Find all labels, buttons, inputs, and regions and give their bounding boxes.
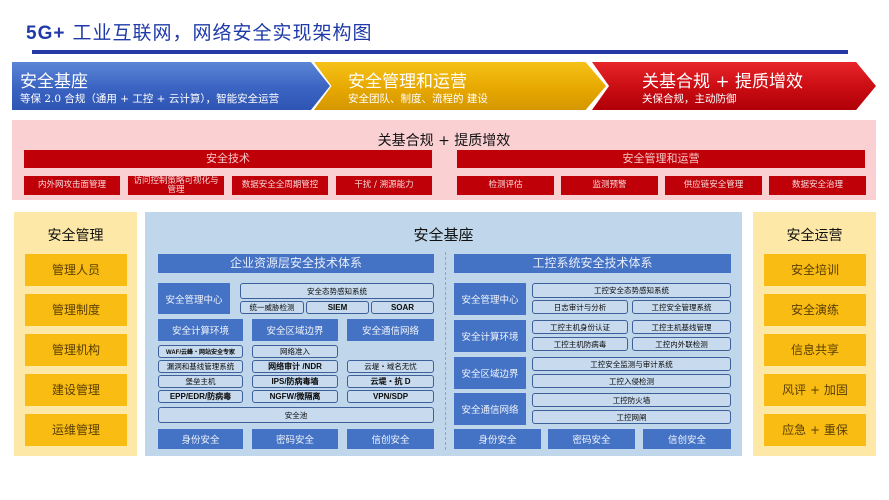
chevron-security-base: 安全基座 等保 2.0 合规（通用 + 工控 + 云计算），智能安全运营 xyxy=(12,62,330,110)
security-pool: 安全池 xyxy=(158,407,434,423)
compute-item: WAF/云峰・网站安全专家 xyxy=(158,345,243,358)
ops-list-item: 安全培训 xyxy=(764,254,866,286)
compliance-title: 关基合规 + 提质增效 xyxy=(377,133,511,149)
chevron-subtitle: 安全团队、制度、流程的 建设 xyxy=(348,93,488,105)
siem: SIEM xyxy=(306,301,369,314)
boundary-item: 网络准入 xyxy=(252,345,338,358)
xinchuang-security: 信创安全 xyxy=(347,429,434,449)
ics-item: 工控主机基线管理 xyxy=(632,320,731,334)
boundary-header: 安全区域边界 xyxy=(252,319,338,341)
tech-item: 内外网攻击面管理 xyxy=(24,176,120,195)
mgmt-item: 供应链安全管理 xyxy=(665,176,762,195)
ops-list-item: 风评 + 加固 xyxy=(764,374,866,406)
chevron-compliance: 关基合规 + 提质增效 关保合规，主动防御 xyxy=(592,62,876,110)
chevron-subtitle: 等保 2.0 合规（通用 + 工控 + 云计算），智能安全运营 xyxy=(20,93,280,105)
security-base-panel: 安全基座 企业资源层安全技术体系 安全管理中心 安全态势感知系统 统一威胁检测 … xyxy=(145,212,742,456)
ics-item: 工控网闸 xyxy=(532,410,731,424)
mgmt-item: 数据安全治理 xyxy=(769,176,866,195)
network-header: 安全通信网络 xyxy=(347,319,434,341)
title-prefix: 5G+ xyxy=(26,23,66,44)
ics-network: 安全通信网络 xyxy=(454,393,526,425)
ops-list-item: 安全演练 xyxy=(764,294,866,326)
ops-list-item: 应急 + 重保 xyxy=(764,414,866,446)
ics-xinchuang-security: 信创安全 xyxy=(643,429,731,449)
network-item: VPN/SDP xyxy=(347,390,434,403)
tech-item: 数据安全全周期管控 xyxy=(232,176,328,195)
security-tech-bar: 安全技术 xyxy=(24,150,432,168)
ics-boundary: 安全区域边界 xyxy=(454,357,526,389)
security-operations-panel: 安全运营 安全培训 安全演练 信息共享 风评 + 加固 应急 + 重保 xyxy=(753,212,876,456)
crypto-security: 密码安全 xyxy=(252,429,338,449)
ics-item: 工控入侵检测 xyxy=(532,374,731,388)
ics-item: 工控主机防病毒 xyxy=(532,337,628,351)
ics-item: 工控安全管理系统 xyxy=(632,300,731,314)
mgmt-list-item: 管理人员 xyxy=(25,254,127,286)
ics-crypto-security: 密码安全 xyxy=(548,429,635,449)
title-text: 工业互联网，网络安全实现架构图 xyxy=(65,22,373,44)
security-management-panel: 安全管理 管理人员 管理制度 管理机构 建设管理 运维管理 xyxy=(14,212,137,456)
enterprise-mgmt-center: 安全管理中心 xyxy=(158,283,230,314)
boundary-item: NGFW/微隔离 xyxy=(252,390,338,403)
ics-item: 工控内外联检测 xyxy=(632,337,731,351)
mgmt-list-item: 管理机构 xyxy=(25,334,127,366)
situational-awareness: 安全态势感知系统 xyxy=(240,283,434,299)
compute-env-header: 安全计算环境 xyxy=(158,319,243,341)
ops-list-item: 信息共享 xyxy=(764,334,866,366)
boundary-item: 网络审计 /NDR xyxy=(252,360,338,373)
mgmt-list-item: 运维管理 xyxy=(25,414,127,446)
identity-security: 身份安全 xyxy=(158,429,243,449)
ics-item: 日志审计与分析 xyxy=(532,300,628,314)
panel-title: 安全基座 xyxy=(413,226,474,244)
chevron-heading: 关基合规 + 提质增效 xyxy=(642,72,804,92)
threat-detection: 统一威胁检测 xyxy=(240,301,304,314)
chevron-mgmt-ops: 安全管理和运营 安全团队、制度、流程的 建设 xyxy=(314,62,606,110)
tech-item: 访问控制策略可视化与管理 xyxy=(128,176,224,195)
ics-identity-security: 身份安全 xyxy=(454,429,541,449)
panel-title: 安全运营 xyxy=(786,228,843,244)
ics-item: 工控安全监测与审计系统 xyxy=(532,357,731,371)
compliance-panel: 关基合规 + 提质增效 安全技术 安全管理和运营 内外网攻击面管理 访问控制策略… xyxy=(12,120,876,200)
ics-mgmt-center: 安全管理中心 xyxy=(454,283,526,315)
page-title: 5G+ 工业互联网，网络安全实现架构图 xyxy=(26,18,373,45)
compute-item: 堡垒主机 xyxy=(158,375,243,388)
panel-title: 安全管理 xyxy=(47,228,104,244)
mgmt-item: 监测预警 xyxy=(561,176,658,195)
tech-item: 干扰 / 溯源能力 xyxy=(336,176,432,195)
ics-header: 工控系统安全技术体系 xyxy=(454,254,731,273)
enterprise-header: 企业资源层安全技术体系 xyxy=(158,254,434,273)
compute-item: 漏洞和基线管理系统 xyxy=(158,360,243,373)
soar: SOAR xyxy=(371,301,434,314)
chevron-heading: 安全管理和运营 xyxy=(348,72,467,92)
ics-item: 工控防火墙 xyxy=(532,393,731,407)
compute-item: EPP/EDR/防病毒 xyxy=(158,390,243,403)
ics-compute-env: 安全计算环境 xyxy=(454,320,526,352)
mgmt-item: 检测评估 xyxy=(457,176,554,195)
boundary-item: IPS/防病毒墙 xyxy=(252,375,338,388)
mgmt-list-item: 管理制度 xyxy=(25,294,127,326)
column-divider xyxy=(445,252,446,450)
network-item: 云堤・抗 D xyxy=(347,375,434,388)
security-mgmt-bar: 安全管理和运营 xyxy=(457,150,865,168)
network-item: 云堤・域名无忧 xyxy=(347,360,434,373)
chevron-subtitle: 关保合规，主动防御 xyxy=(642,93,737,105)
chevron-heading: 安全基座 xyxy=(20,72,88,92)
ics-item: 工控主机身份认证 xyxy=(532,320,628,334)
mgmt-list-item: 建设管理 xyxy=(25,374,127,406)
ics-item: 工控安全态势感知系统 xyxy=(532,283,731,298)
title-underline xyxy=(32,50,848,54)
